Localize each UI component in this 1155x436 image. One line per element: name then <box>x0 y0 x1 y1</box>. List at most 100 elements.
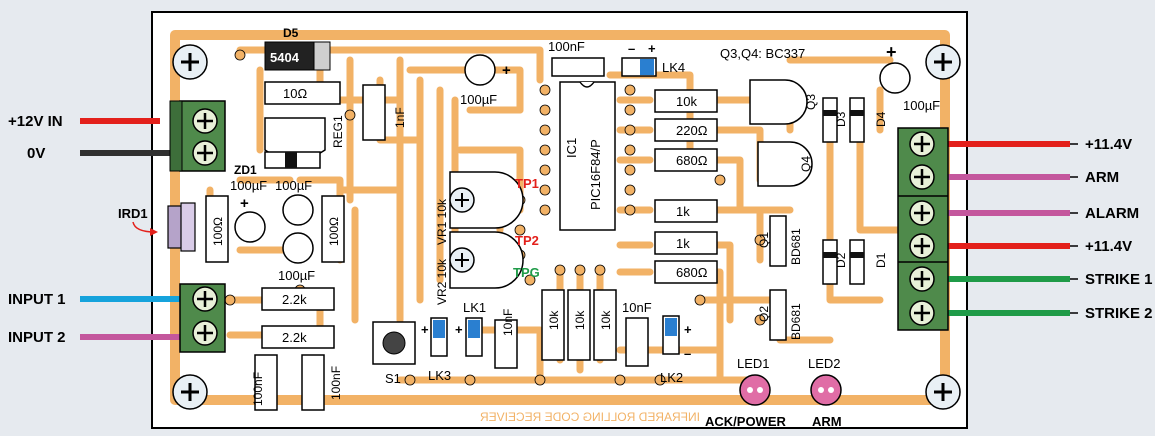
q1-part-label: BD681 <box>789 228 803 265</box>
r1k_a-label: 1k <box>676 204 690 219</box>
d4-label: D4 <box>874 111 888 127</box>
left-wire-input1[interactable]: INPUT 1 <box>8 291 190 308</box>
q3-label: Q3 <box>804 94 818 110</box>
r10kc-label: 10k <box>599 310 613 330</box>
capacitors-100uf-left: 100µF 100µF + 100µF <box>230 178 315 283</box>
right-wire-label: STRIKE 1 <box>1085 271 1153 288</box>
r220-label: 220Ω <box>676 123 708 138</box>
right-wire[interactable]: ARM <box>930 169 1119 186</box>
diode-d5: D5 5404 <box>264 26 331 71</box>
plus-mark: + <box>886 42 897 62</box>
c100nf-bl2-label: 100nF <box>329 366 343 400</box>
resistor-r10k: 10k <box>654 89 718 113</box>
terminal-screw-icon <box>909 200 935 226</box>
capacitor-1nf: 1nF <box>362 84 407 141</box>
r2k2b-label: 2.2k <box>282 330 307 345</box>
capacitor-100nf-bl2: 100nF <box>301 354 343 411</box>
right-wire[interactable]: STRIKE 2 <box>930 305 1153 322</box>
ic-ic1: IC1 PIC16F84/P <box>559 81 616 231</box>
c100nf-bl1-label: 100nF <box>251 372 265 406</box>
lk3-label: LK3 <box>428 368 451 383</box>
r680b-label: 680Ω <box>676 265 708 280</box>
r2k2a-label: 2.2k <box>282 292 307 307</box>
resistor-2k2-a: 2.2k <box>261 287 335 311</box>
right-wire-label: ALARM <box>1085 205 1139 222</box>
r10k-label: 10k <box>676 94 697 109</box>
led-led2: LED2 ARM <box>808 356 842 429</box>
terminal-block-power[interactable] <box>169 100 226 172</box>
right-wire[interactable]: +11.4V <box>930 136 1132 153</box>
left-wire-label: INPUT 1 <box>8 291 66 308</box>
minus-mark: – <box>628 41 635 56</box>
lk1-label: LK1 <box>463 300 486 315</box>
trimpot-vr2[interactable]: VR2 10k <box>435 231 524 305</box>
resistor-r1k_a: 1k <box>654 199 718 223</box>
capacitor-100nf-top: 100nF <box>548 39 605 77</box>
c10nf-a-label: 10nF <box>501 309 515 336</box>
capacitor-10nf-a: 10nF <box>494 309 518 369</box>
r10kb-label: 10k <box>573 310 587 330</box>
led1-function-label: ACK/POWER <box>705 414 787 429</box>
capacitor-100nf-bl1: 100nF <box>251 354 278 411</box>
capacitor-100uf-right: + 100µF <box>879 42 940 113</box>
right-wire[interactable]: ALARM <box>930 205 1139 222</box>
q2-label: Q2 <box>757 306 771 322</box>
ird1-label: IRD1 <box>118 206 148 221</box>
zd1-label: ZD1 <box>234 163 257 177</box>
right-wire[interactable]: STRIKE 1 <box>930 271 1153 288</box>
d3-label: D3 <box>834 111 848 127</box>
led2-label: LED2 <box>808 356 841 371</box>
terminal-screw-icon <box>909 233 935 259</box>
terminal-block-outputs[interactable] <box>897 127 949 331</box>
mounting-screw-icon <box>172 44 208 80</box>
ic1-label: IC1 <box>564 138 579 158</box>
jumper-lk1[interactable]: + LK1 <box>455 300 486 357</box>
resistor-100ohm-a: 100Ω <box>205 195 229 263</box>
trimpot-vr1[interactable]: VR1 10k <box>435 171 524 245</box>
capacitor-10nf-b: 10nF <box>622 300 652 367</box>
jumper-lk2[interactable]: + – LK2 <box>660 315 692 385</box>
resistor-r680a: 680Ω <box>654 148 718 172</box>
right-wire-label: ARM <box>1085 169 1119 186</box>
mounting-screws <box>172 44 961 410</box>
resistor-r1k_b: 1k <box>654 231 718 255</box>
right-wire[interactable]: +11.4V <box>930 238 1132 255</box>
led2-function-label: ARM <box>812 414 842 429</box>
resistor-r220: 220Ω <box>654 118 718 142</box>
q34-label: Q3,Q4: BC337 <box>720 46 805 61</box>
d2-label: D2 <box>834 252 848 268</box>
capacitor-100uf-top: + 100µF <box>460 54 511 107</box>
left-wire-label: 0V <box>27 145 45 162</box>
plus-mark: + <box>455 322 463 337</box>
c100uf-left1-label: 100µF <box>230 178 267 193</box>
terminal-block-inputs[interactable] <box>179 283 226 353</box>
mounting-screw-icon <box>925 44 961 80</box>
diodes-d3-d4: D3 D4 <box>822 97 888 143</box>
resistor-10k-b: 10k <box>567 289 591 361</box>
minus-mark: – <box>684 346 691 361</box>
q1-label: Q1 <box>757 232 771 248</box>
left-wire-plus12v[interactable]: +12V IN <box>8 113 160 130</box>
pushbutton-s1[interactable]: S1 <box>372 321 416 386</box>
right-wire-label: +11.4V <box>1085 136 1132 153</box>
r680a-label: 680Ω <box>676 153 708 168</box>
tp2-label: TP2 <box>515 233 539 248</box>
r100b-label: 100Ω <box>327 217 341 246</box>
lk4-label: LK4 <box>662 60 685 75</box>
r100a-label: 100Ω <box>211 217 225 246</box>
terminal-screw-icon <box>909 131 935 157</box>
board-title-mirrored: INFRARED ROLLING CODE RECEIVER <box>480 410 700 424</box>
transistor-q2: Q2 BD681 <box>757 289 803 341</box>
resistor-10k-a: 10k <box>541 289 565 361</box>
right-wire-label: STRIKE 2 <box>1085 305 1153 322</box>
q2-part-label: BD681 <box>789 303 803 340</box>
left-wire-input2[interactable]: INPUT 2 <box>8 329 190 346</box>
mounting-screw-icon <box>172 374 208 410</box>
terminal-screw-icon <box>909 164 935 190</box>
vr2-label: VR2 10k <box>435 258 449 305</box>
jumper-lk3[interactable]: + LK3 <box>421 317 451 383</box>
jumper-lk4[interactable]: – + LK4 <box>621 41 685 77</box>
resistor-10k-c: 10k <box>593 289 617 361</box>
plus-mark: + <box>240 195 249 212</box>
